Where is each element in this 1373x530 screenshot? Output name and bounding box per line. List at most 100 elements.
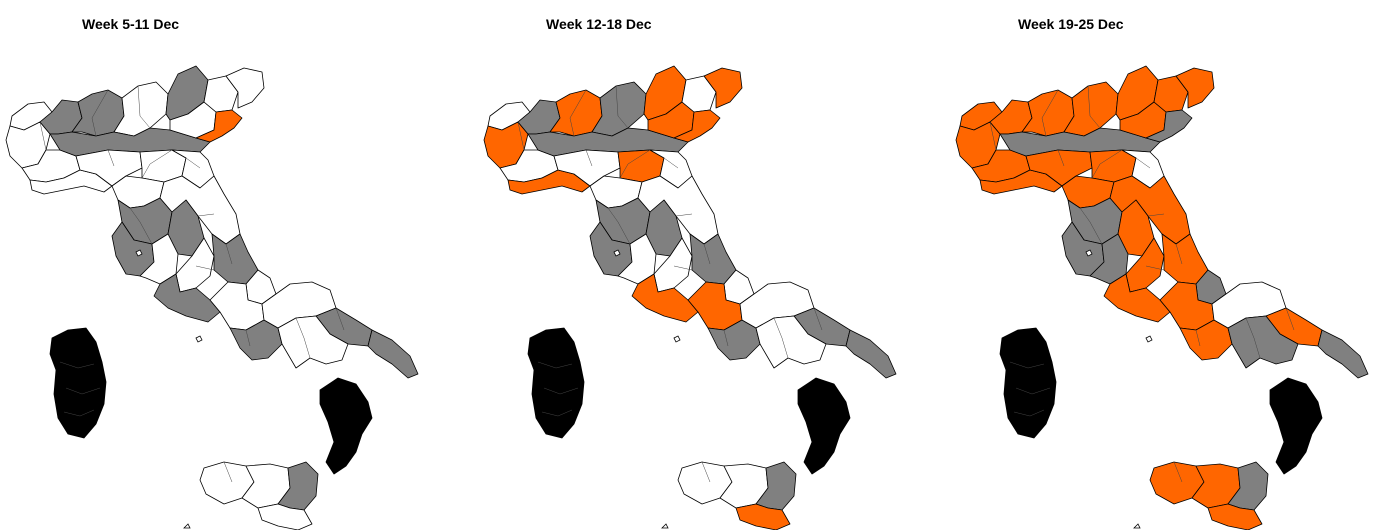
region-lombardia-e (113, 81, 169, 137)
province-border (295, 317, 311, 359)
island (613, 249, 621, 257)
province-border (1015, 387, 1051, 395)
province-border (141, 149, 173, 179)
province-border (663, 157, 679, 169)
region-basilicata (1227, 315, 1299, 369)
province-border (223, 461, 233, 483)
province-border (701, 461, 711, 483)
region-liguria (979, 169, 1063, 195)
province-border (39, 121, 47, 151)
region-abruzzo (211, 233, 259, 285)
province-border (1195, 329, 1201, 347)
region-calabria (1269, 377, 1323, 475)
island (661, 523, 669, 529)
province-border (1057, 149, 1065, 167)
region-basilicata (277, 315, 349, 369)
region-abruzzo (689, 233, 737, 285)
province-border (989, 121, 997, 151)
province-border (245, 329, 251, 347)
region-friuli-coast (195, 109, 243, 143)
province-border (91, 89, 109, 137)
province-border (1285, 307, 1295, 331)
region-friuli-coast (1145, 109, 1193, 143)
region-calabria (797, 377, 851, 475)
province-border (585, 149, 593, 167)
province-border (107, 149, 115, 167)
region-lombardia-e (591, 81, 647, 137)
province-border (619, 149, 651, 179)
province-border (335, 307, 345, 331)
panel-title: Week 5-11 Dec (82, 16, 180, 32)
island (1085, 249, 1093, 257)
map-panel-3: Week 19-25 Dec (950, 0, 1373, 530)
region-friuli-coast (673, 109, 721, 143)
region-friuli-n (703, 67, 743, 109)
province-border (773, 317, 789, 359)
region-puglia-s (1317, 329, 1369, 379)
island (673, 335, 681, 343)
italy-map (955, 65, 1369, 530)
province-border (541, 409, 573, 417)
italy-map (483, 65, 897, 530)
province-border (1147, 213, 1165, 217)
province-border (1245, 317, 1261, 359)
region-liguria (507, 169, 591, 195)
panel-title: Week 19-25 Dec (1018, 16, 1124, 32)
island (195, 335, 203, 343)
region-puglia-s (845, 329, 897, 379)
region-friuli-n (225, 67, 265, 109)
province-border (1009, 361, 1045, 369)
province-border (537, 361, 573, 369)
panel-title: Week 12-18 Dec (546, 16, 652, 32)
province-border (197, 213, 215, 217)
region-puglia-s (367, 329, 419, 379)
province-border (137, 85, 151, 129)
region-sardegna (999, 327, 1057, 439)
island (183, 523, 191, 529)
province-border (615, 85, 629, 129)
region-sicilia-se (735, 503, 791, 530)
province-border (1091, 149, 1123, 179)
province-border (195, 265, 215, 271)
map-panel-2: Week 12-18 Dec (478, 0, 935, 530)
province-border (1173, 461, 1183, 483)
region-sardegna (527, 327, 585, 439)
region-sardegna (49, 327, 107, 439)
province-border (569, 89, 587, 137)
map-panel-1: Week 5-11 Dec (0, 0, 457, 530)
province-border (1135, 157, 1151, 169)
region-friuli-n (1175, 67, 1215, 109)
province-border (1145, 265, 1165, 271)
province-border (185, 157, 201, 169)
region-sicilia-se (1207, 503, 1263, 530)
province-border (225, 243, 233, 265)
province-border (1175, 243, 1183, 265)
province-border (65, 387, 101, 395)
region-basilicata (755, 315, 827, 369)
island (135, 249, 143, 257)
region-lombardia-e (1063, 81, 1119, 137)
province-border (129, 207, 153, 245)
italy-map (5, 65, 419, 530)
region-calabria (319, 377, 373, 475)
province-border (517, 121, 525, 151)
province-border (607, 207, 631, 245)
province-border (673, 265, 693, 271)
province-border (1087, 85, 1101, 129)
province-border (1041, 89, 1059, 137)
region-liguria (29, 169, 113, 195)
island (1145, 335, 1153, 343)
region-abruzzo (1161, 233, 1209, 285)
province-border (675, 213, 693, 217)
province-border (703, 243, 711, 265)
province-border (59, 361, 95, 369)
province-border (723, 329, 729, 347)
province-border (813, 307, 823, 331)
province-border (1013, 409, 1045, 417)
region-sicilia-se (257, 503, 313, 530)
province-border (63, 409, 95, 417)
province-border (543, 387, 579, 395)
province-border (1079, 207, 1103, 245)
island (1133, 523, 1141, 529)
